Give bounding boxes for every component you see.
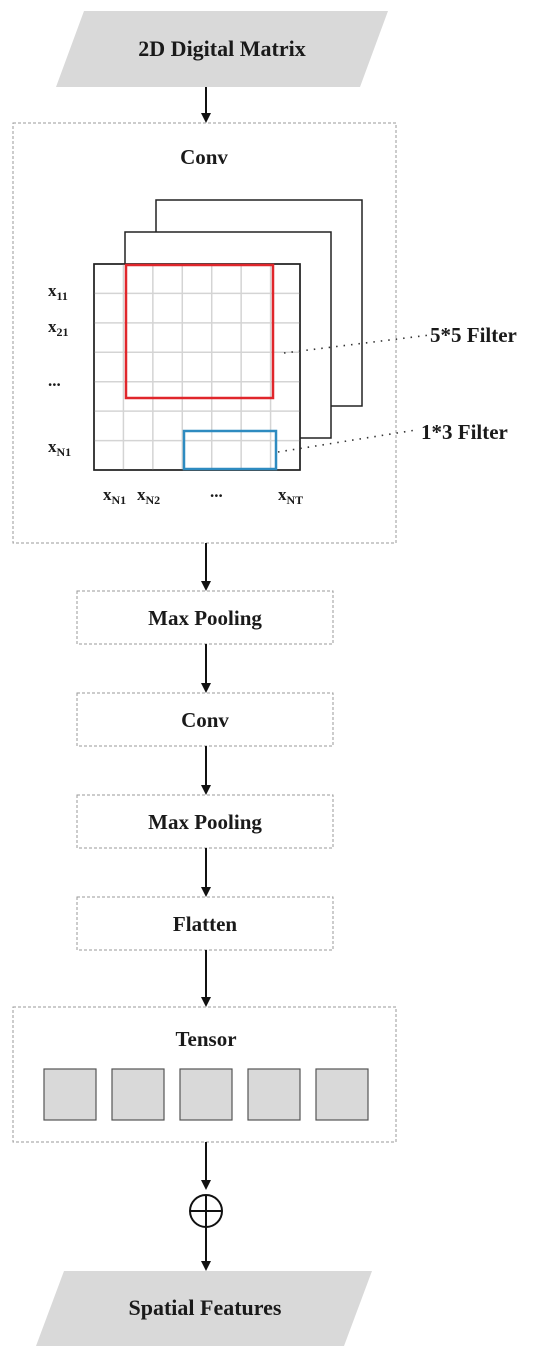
row-label-n-sub: N1 xyxy=(57,445,72,459)
conv-block: Conv x11 x21 ... xN1 xN1 xN2 ... xNT xyxy=(12,122,431,544)
col-label-t-sub: NT xyxy=(287,493,304,507)
step-conv-2: Conv xyxy=(76,692,334,747)
col-label-ellipsis: ... xyxy=(210,482,223,501)
tensor-title: Tensor xyxy=(175,1027,236,1051)
step-2-box xyxy=(76,692,334,747)
row-label-1-sub: 11 xyxy=(57,289,68,303)
step-4-label: Flatten xyxy=(173,912,237,936)
row-label-2-sub: 21 xyxy=(57,325,69,339)
input-shape xyxy=(56,11,388,87)
grid-lines xyxy=(94,264,300,470)
output-shape xyxy=(36,1271,372,1346)
add-operator-icon xyxy=(189,1194,223,1228)
step-2-label: Conv xyxy=(181,708,229,732)
step-3-label: Max Pooling xyxy=(148,810,262,834)
output-node: Spatial Features xyxy=(36,1271,372,1346)
filter-5x5-box xyxy=(124,263,275,400)
row-label-ellipsis: ... xyxy=(48,371,61,390)
tensor-cell xyxy=(315,1068,369,1121)
step-flatten-4: Flatten xyxy=(76,896,334,951)
step-max-pooling-1: Max Pooling xyxy=(76,590,334,645)
input-node: 2D Digital Matrix xyxy=(56,11,388,87)
tensor-cell xyxy=(179,1068,233,1121)
step-4-box xyxy=(76,896,334,951)
step-1-label: Max Pooling xyxy=(148,606,262,630)
filter-5x5-label: 5*5 Filter xyxy=(430,323,517,347)
tensor-cells xyxy=(43,1068,369,1121)
output-label: Spatial Features xyxy=(129,1295,282,1320)
feature-map-front xyxy=(93,263,301,471)
tensor-block: Tensor xyxy=(12,1006,397,1143)
filter-1x3-label: 1*3 Filter xyxy=(421,420,508,444)
step-1-box xyxy=(76,590,334,645)
leader-1x3 xyxy=(277,429,417,453)
filter-1x3-box xyxy=(182,429,278,471)
tensor-cell xyxy=(43,1068,97,1121)
col-label-2-sub: N2 xyxy=(146,493,161,507)
step-max-pooling-3: Max Pooling xyxy=(76,794,334,849)
tensor-cell xyxy=(111,1068,165,1121)
conv-block-title: Conv xyxy=(180,145,228,169)
input-label: 2D Digital Matrix xyxy=(138,36,305,61)
tensor-cell xyxy=(247,1068,301,1121)
input-grid xyxy=(93,263,301,471)
step-3-box xyxy=(76,794,334,849)
col-label-1-sub: N1 xyxy=(112,493,127,507)
